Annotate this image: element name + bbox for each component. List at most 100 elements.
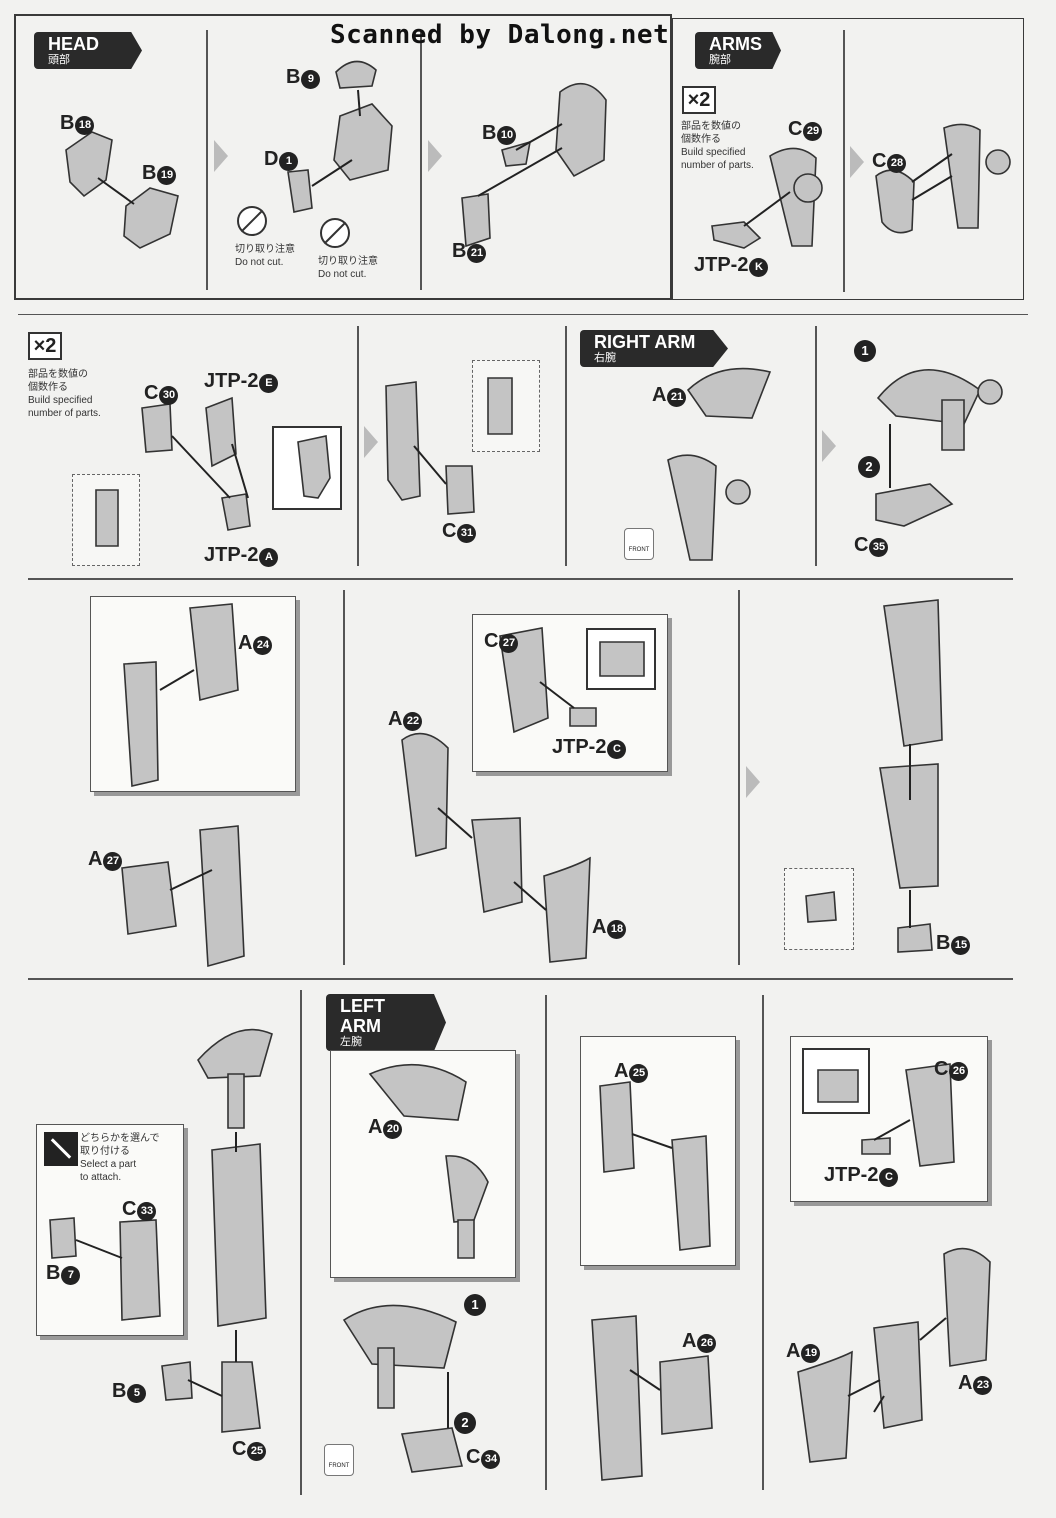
part-drawing <box>221 1361 261 1433</box>
part-drawing <box>333 103 393 181</box>
part-drawing <box>487 377 513 435</box>
part-drawing <box>985 149 1011 175</box>
part-drawing <box>861 1137 891 1155</box>
part-drawing <box>875 169 915 234</box>
part-drawing <box>686 367 772 419</box>
part-drawing <box>943 123 981 229</box>
step-arrow <box>850 146 864 178</box>
part-drawing <box>725 479 751 505</box>
part-drawing <box>769 147 817 247</box>
part-drawing <box>471 817 523 914</box>
detail-inset-box <box>586 628 656 690</box>
multiplier-badge: ×2 <box>682 86 716 114</box>
do-not-cut-icon <box>320 218 350 248</box>
part-drawing <box>817 1069 859 1103</box>
step-marker-2: 2 <box>454 1412 476 1434</box>
part-drawing <box>401 732 449 858</box>
part-drawing <box>385 381 421 501</box>
part-drawing <box>445 465 475 515</box>
step-arrow <box>364 426 378 458</box>
part-drawing <box>445 1155 489 1223</box>
step-marker-1: 1 <box>854 340 876 362</box>
part-drawing <box>905 1063 955 1167</box>
step-arrow <box>428 140 442 172</box>
step-arrow <box>214 140 228 172</box>
divider-v2 <box>420 30 422 290</box>
part-drawing <box>591 1315 643 1481</box>
part-drawing <box>123 661 159 787</box>
step-arrow <box>746 766 760 798</box>
watermark: Scanned by Dalong.net <box>330 20 670 50</box>
part-drawing <box>667 454 717 561</box>
part-drawing <box>123 187 179 249</box>
part-drawing <box>287 169 313 213</box>
part-drawing <box>555 82 607 178</box>
part-drawing <box>189 603 239 702</box>
select-part-icon <box>44 1132 78 1166</box>
part-drawing <box>49 1217 77 1259</box>
part-drawing <box>119 1219 161 1321</box>
part-drawing <box>897 923 933 953</box>
part-drawing <box>197 1028 273 1079</box>
part-drawing <box>569 707 597 727</box>
part-drawing <box>141 403 173 453</box>
part-drawing <box>121 861 177 935</box>
part-drawing <box>297 435 331 499</box>
divider-v10 <box>545 995 547 1490</box>
divider-v7 <box>343 590 345 965</box>
part-drawing <box>805 891 837 923</box>
part-drawing <box>199 825 245 968</box>
part-drawing <box>221 493 251 531</box>
divider-v3 <box>843 30 845 292</box>
part-drawing <box>793 173 823 203</box>
part-drawing <box>599 641 645 677</box>
part-drawing <box>227 1073 245 1129</box>
divider-row-2 <box>18 314 1028 315</box>
step-marker-1: 1 <box>464 1294 486 1316</box>
part-drawing <box>400 1427 464 1473</box>
part-drawing <box>711 221 762 249</box>
divider-row-4 <box>28 978 1013 980</box>
part-drawing <box>65 131 113 198</box>
part-drawing <box>211 1143 267 1327</box>
part-drawing <box>671 1135 711 1251</box>
part-drawing <box>879 763 939 889</box>
do-not-cut-icon <box>237 206 267 236</box>
part-drawing <box>543 856 591 963</box>
assembly-arrows <box>75 89 953 1428</box>
part-drawing <box>499 627 549 734</box>
step-arrow <box>822 430 836 462</box>
part-drawing <box>977 379 1003 405</box>
part-drawing <box>335 60 377 89</box>
part-drawing <box>205 396 237 468</box>
